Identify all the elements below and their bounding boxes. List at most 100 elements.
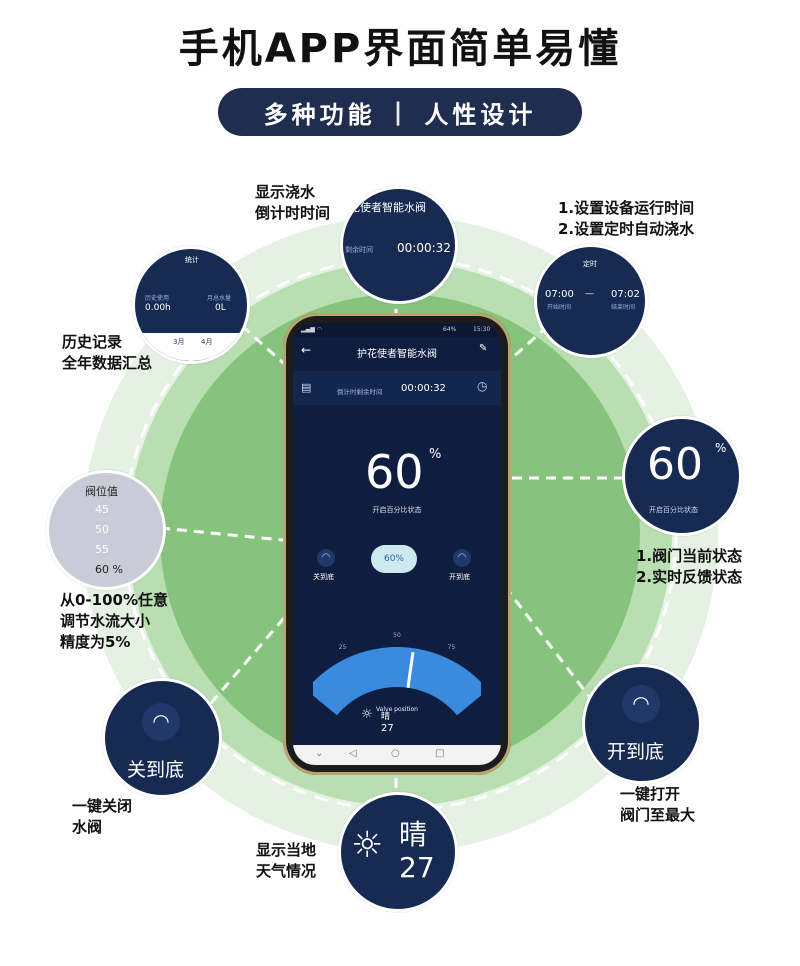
callout-timer: 定时 07:00 开始时间 — 07:02 结束时间: [534, 244, 648, 358]
label-timer-line1: 1.设置设备运行时间: [558, 199, 695, 217]
callout-valve-title: 阀位值: [85, 485, 118, 498]
valve-option-50[interactable]: 50: [95, 523, 109, 536]
callout-countdown-value: 00:00:32: [397, 241, 451, 255]
label-open-line2: 阀门至最大: [620, 806, 696, 824]
open-valve-label[interactable]: 开到底: [449, 573, 470, 581]
callout-open: ◠ 开到底: [582, 664, 702, 784]
gauge-tick-label: 75: [448, 644, 456, 651]
callout-weather-text: 晴: [399, 818, 428, 851]
label-percent-line1: 1.阀门当前状态: [636, 547, 743, 565]
sun-icon: ☼: [351, 825, 384, 866]
open-valve-icon[interactable]: ◠: [453, 549, 471, 567]
callout-valve: 阀位值 45 50 55 60 %: [46, 470, 166, 590]
callout-percent-label: 开启百分比状态: [649, 506, 698, 514]
callout-timer-start-label: 开始时间: [547, 304, 572, 311]
sun-icon: ☼: [361, 707, 373, 722]
label-close: 一键关闭 水阀: [72, 796, 132, 838]
callout-countdown-label: 剩余时间: [345, 246, 373, 254]
back-arrow-icon[interactable]: ←: [301, 343, 312, 357]
label-valve: 从0-100%任意 调节水流大小 精度为5%: [60, 590, 168, 653]
label-countdown-line1: 显示浇水: [255, 183, 316, 201]
label-timer-line2: 2.设置定时自动浇水: [558, 220, 695, 238]
nav-back-icon[interactable]: ◁: [349, 748, 357, 759]
callout-history-col1-value: 0.00h: [145, 303, 171, 313]
history-icon[interactable]: ▤: [301, 381, 312, 394]
countdown-value: 00:00:32: [401, 383, 446, 394]
phone-screen: ▂▄▆ ◠ 64% 15:30 ← 护花使者智能水阀 ✎ ▤ 倒计时剩余时间 0…: [293, 323, 501, 765]
callout-timer-end: 07:02: [611, 289, 640, 300]
gauge-icon: ◠: [142, 703, 180, 741]
label-close-line1: 一键关闭: [72, 797, 133, 815]
callout-close: ◠ 关到底: [102, 678, 222, 798]
app-title: 护花使者智能水阀: [357, 349, 437, 360]
label-open-line1: 一键打开: [620, 785, 681, 803]
callout-history-month1: 3月: [173, 338, 185, 346]
label-weather-line1: 显示当地: [256, 841, 317, 859]
valve-option-55[interactable]: 55: [95, 543, 109, 556]
pill-separator: |: [393, 98, 407, 126]
nav-bar: ⌄ ◁ ○ □: [293, 745, 501, 765]
weather-temp: 27: [381, 723, 394, 734]
valve-option-45[interactable]: 45: [95, 503, 109, 516]
callout-weather-temp: 27: [399, 851, 435, 884]
nav-recent-icon[interactable]: □: [435, 748, 445, 759]
weather-text: 晴: [381, 712, 391, 722]
callout-open-text: 开到底: [607, 741, 665, 763]
label-history: 历史记录 全年数据汇总: [62, 332, 152, 374]
countdown-bar: [293, 371, 501, 405]
close-valve-label[interactable]: 关到底: [313, 573, 334, 581]
month-strip: [135, 333, 247, 361]
gauge-tick-label: 50: [393, 632, 401, 639]
status-bar: ▂▄▆ ◠ 64% 15:30: [293, 323, 501, 337]
valve-gauge[interactable]: 0255075100Valve position: [313, 615, 481, 725]
edit-icon[interactable]: ✎: [479, 343, 488, 354]
callout-weather: ☼ 晴 27: [338, 792, 458, 912]
page-title: 手机APP界面简单易懂: [178, 26, 622, 72]
callout-countdown: 花使者智能水阀 剩余时间 00:00:32: [340, 186, 458, 304]
callout-countdown-title: 花使者智能水阀: [349, 201, 426, 214]
label-percent: 1.阀门当前状态 2.实时反馈状态: [636, 546, 742, 588]
status-time: 15:30: [473, 326, 491, 333]
callout-timer-start: 07:00: [545, 289, 574, 300]
callout-history-col1-label: 历史使用: [145, 295, 170, 302]
valve-option-60[interactable]: 60 %: [95, 563, 123, 576]
label-timer: 1.设置设备运行时间 2.设置定时自动浇水: [558, 198, 694, 240]
gauge-caption: Valve position: [376, 706, 418, 713]
pill-left: 多种功能: [263, 100, 376, 129]
callout-history-col2-value: 0L: [215, 303, 226, 313]
pill-right: 人性设计: [424, 100, 537, 129]
label-history-line2: 全年数据汇总: [62, 354, 153, 372]
valve-value-badge[interactable]: 60%: [371, 545, 417, 573]
label-countdown-line2: 倒计时时间: [255, 204, 331, 222]
callout-history-month2: 4月: [201, 338, 213, 346]
label-open: 一键打开 阀门至最大: [620, 784, 695, 826]
countdown-label: 倒计时剩余时间: [337, 388, 383, 396]
label-countdown: 显示浇水 倒计时时间: [255, 182, 330, 224]
open-percent: 60: [365, 445, 424, 499]
clock-icon[interactable]: ◷: [477, 379, 488, 393]
callout-history-col2-label: 月总水量: [207, 295, 232, 302]
callout-timer-end-label: 结束时间: [611, 304, 636, 311]
label-weather: 显示当地 天气情况: [256, 840, 316, 882]
signal-icon: ▂▄▆ ◠: [301, 326, 322, 333]
gauge-needle: [406, 651, 415, 688]
percent-sign: %: [429, 447, 442, 462]
status-battery: 64%: [443, 326, 457, 333]
label-close-line2: 水阀: [72, 818, 103, 836]
label-percent-line2: 2.实时反馈状态: [636, 568, 743, 586]
label-valve-line2: 调节水流大小: [60, 612, 151, 630]
callout-history: 统计 历史使用 0.00h 月总水量 0L 3月 4月: [132, 246, 250, 364]
open-percent-label: 开启百分比状态: [372, 506, 422, 514]
close-valve-icon[interactable]: ◠: [317, 549, 335, 567]
callout-timer-title: 定时: [583, 260, 597, 268]
gauge-tick-label: 25: [339, 644, 347, 651]
gauge-icon: ◠: [622, 685, 660, 723]
gauge-band: [313, 647, 481, 716]
timer-dash: —: [585, 289, 594, 299]
callout-percent: 60 % 开启百分比状态: [622, 416, 742, 536]
nav-down-icon[interactable]: ⌄: [315, 748, 324, 759]
feature-pill: 多种功能 | 人性设计: [218, 88, 582, 136]
label-valve-line1: 从0-100%任意: [60, 591, 169, 609]
nav-home-icon[interactable]: ○: [391, 748, 400, 759]
callout-history-title: 统计: [185, 256, 199, 264]
